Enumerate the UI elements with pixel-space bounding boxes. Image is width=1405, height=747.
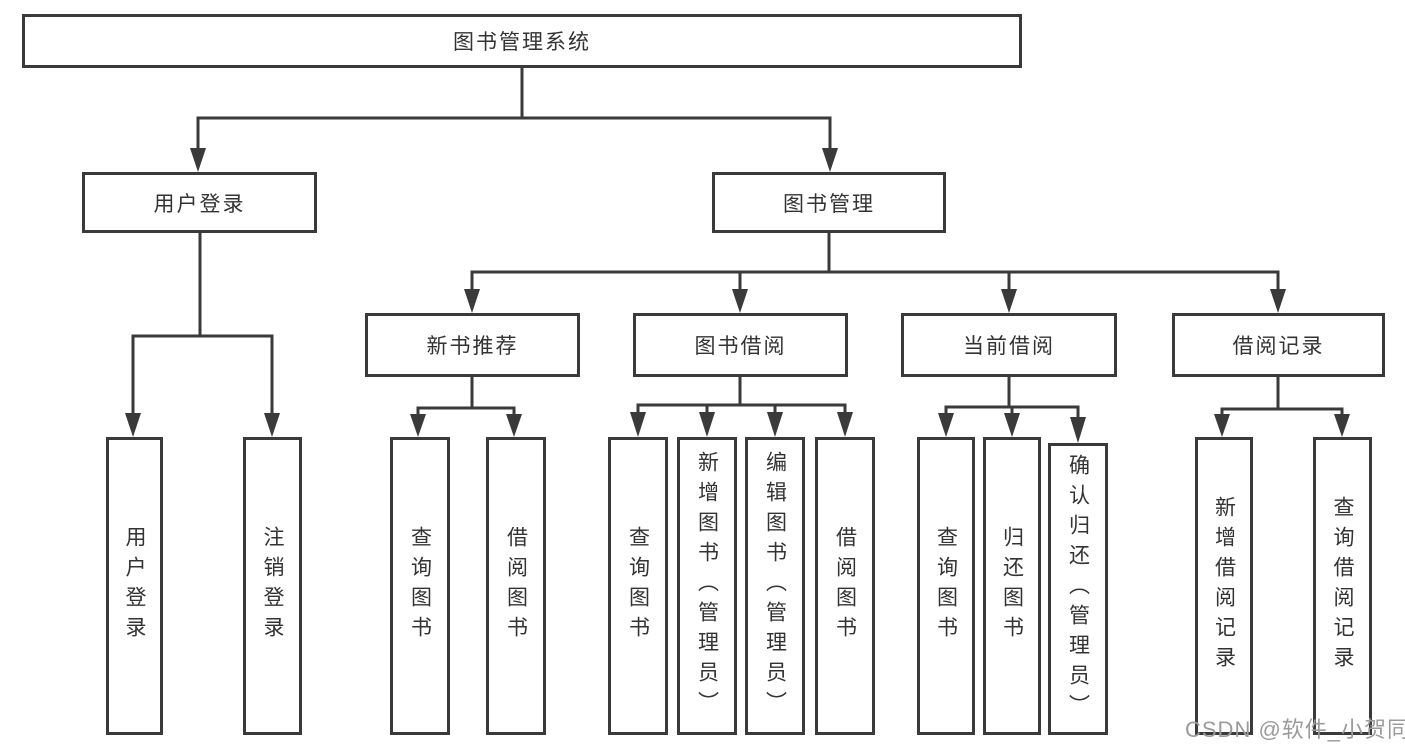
- node-label: 图书管理: [783, 192, 875, 216]
- leaf-confirm-return-admin: 确认归还（管理员）: [1048, 443, 1108, 735]
- leaf-query-books-borrow: 查询图书: [608, 437, 668, 735]
- arrowhead-icon: [699, 412, 715, 437]
- leaf-add-borrow-record: 新增借阅记录: [1195, 437, 1253, 735]
- arrowhead-icon: [732, 289, 748, 313]
- node-label: 查询图书: [626, 526, 650, 646]
- arrowhead-icon: [630, 412, 646, 437]
- connector-root-to-level2: [190, 68, 838, 172]
- node-label: 新书推荐: [426, 335, 519, 358]
- node-label: 用户登录: [123, 526, 146, 646]
- node-label: 编辑图书（管理员）: [763, 451, 787, 721]
- connector-borrow-records-children: [1214, 377, 1350, 437]
- node-label: 注销登录: [261, 526, 284, 646]
- arrowhead-icon: [1004, 413, 1020, 437]
- arrowhead-icon: [938, 413, 954, 437]
- leaf-borrow-books: 借阅图书: [815, 437, 875, 735]
- node-label: 新增图书（管理员）: [695, 451, 719, 721]
- arrowhead-icon: [1334, 414, 1350, 437]
- arrowhead-icon: [1270, 289, 1286, 313]
- arrowhead-icon: [410, 414, 426, 437]
- node-label: 借阅图书: [833, 526, 857, 646]
- node-library-management-system: 图书管理系统: [22, 14, 1022, 68]
- node-label: 图书管理系统: [453, 31, 591, 54]
- arrowhead-icon: [506, 414, 522, 437]
- node-label: 用户登录: [153, 192, 246, 216]
- connector-book-management-children: [464, 233, 1286, 313]
- node-user-login: 用户登录: [82, 172, 317, 233]
- node-label: 查询借阅记录: [1331, 496, 1354, 676]
- node-label: 借阅记录: [1232, 335, 1325, 358]
- arrowhead-icon: [190, 148, 206, 172]
- connector-user-login-children: [125, 233, 280, 437]
- arrowhead-icon: [1214, 414, 1230, 437]
- node-book-borrowing: 图书借阅: [633, 313, 848, 377]
- arrowhead-icon: [1001, 289, 1017, 313]
- node-label: 确认归还（管理员）: [1066, 454, 1090, 724]
- leaf-query-books-current: 查询图书: [917, 437, 975, 735]
- arrowhead-icon: [837, 412, 853, 437]
- node-label: 归还图书: [1000, 526, 1024, 646]
- arrowhead-icon: [767, 412, 783, 437]
- leaf-query-borrow-record: 查询借阅记录: [1313, 437, 1372, 735]
- arrowhead-icon: [1070, 417, 1086, 443]
- connector-new-book-rec-children: [410, 377, 522, 437]
- arrowhead-icon: [125, 413, 141, 437]
- leaf-logout: 注销登录: [243, 437, 302, 735]
- leaf-borrow-books-rec: 借阅图书: [486, 437, 546, 735]
- node-label: 查询图书: [934, 526, 958, 646]
- leaf-user-login: 用户登录: [106, 437, 163, 735]
- leaf-return-books: 归还图书: [983, 437, 1041, 735]
- node-label: 当前借阅: [963, 335, 1055, 358]
- node-label: 借阅图书: [504, 526, 528, 646]
- connector-current-borrow-children: [938, 377, 1086, 443]
- node-borrowing-records: 借阅记录: [1172, 313, 1385, 377]
- leaf-add-books-admin: 新增图书（管理员）: [677, 437, 737, 735]
- node-label: 图书借阅: [694, 335, 787, 358]
- leaf-edit-books-admin: 编辑图书（管理员）: [745, 437, 805, 735]
- arrowhead-icon: [822, 148, 838, 172]
- node-label: 查询图书: [408, 526, 432, 646]
- node-label: 新增借阅记录: [1212, 496, 1236, 676]
- node-new-book-recommendation: 新书推荐: [365, 313, 580, 377]
- leaf-query-books-rec: 查询图书: [390, 437, 450, 735]
- arrowhead-icon: [264, 413, 280, 437]
- csdn-watermark: CSDN @软件_小贺同学: [1185, 717, 1405, 742]
- node-book-management: 图书管理: [712, 172, 946, 233]
- connector-book-borrow-children: [630, 377, 853, 437]
- node-current-borrowing: 当前借阅: [901, 313, 1117, 377]
- arrowhead-icon: [464, 289, 480, 313]
